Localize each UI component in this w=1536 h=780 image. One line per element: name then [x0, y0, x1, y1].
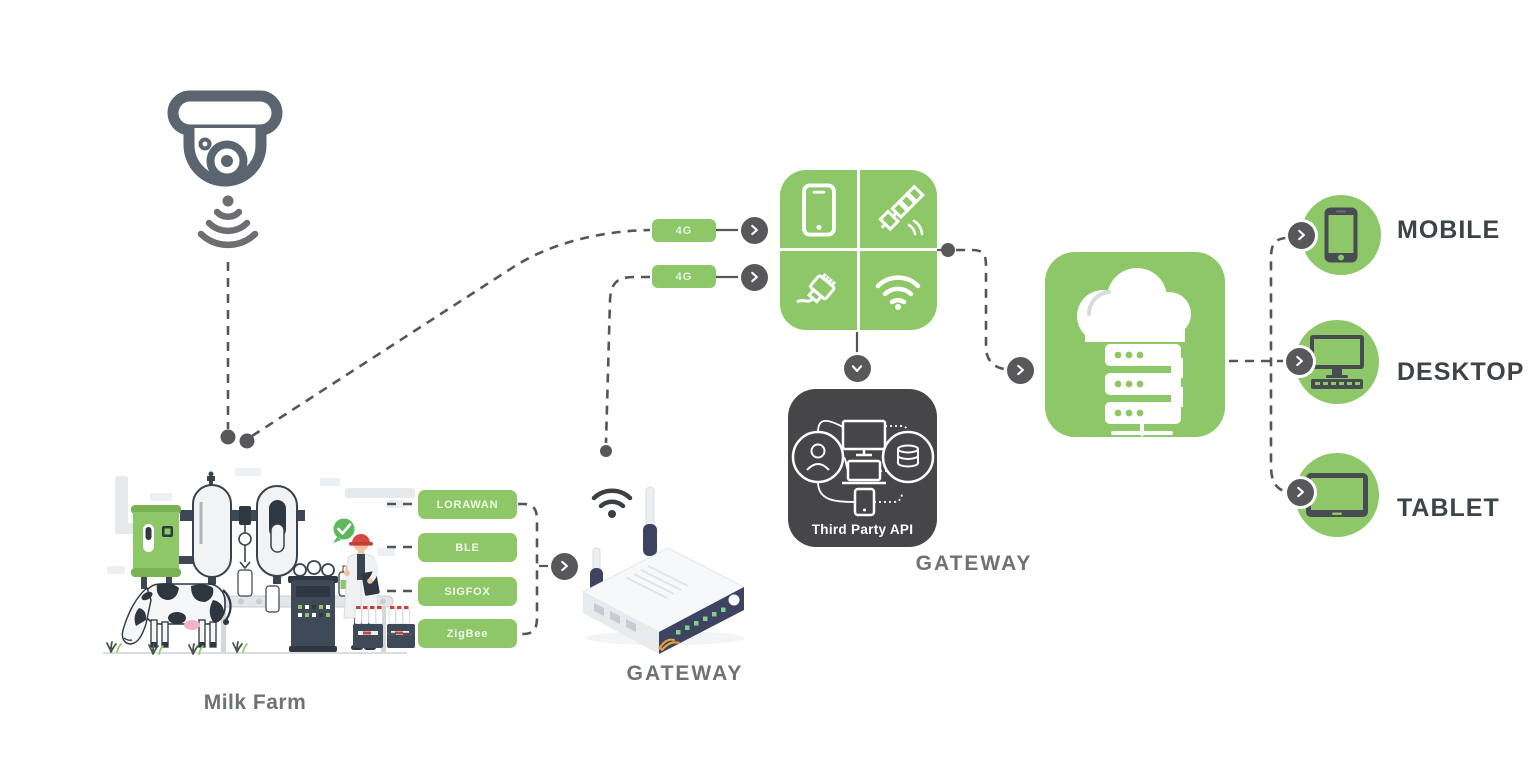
device-label-tablet: TABLET — [1397, 494, 1500, 522]
laptop-icon — [846, 459, 882, 482]
cloud-server-box — [1045, 252, 1225, 437]
cow — [121, 583, 232, 648]
arrow-right-icon — [1286, 478, 1314, 506]
milk-farm-illustration — [103, 468, 415, 655]
api-gateway-label: GATEWAY — [915, 552, 1033, 575]
arrow-right-icon — [1287, 221, 1315, 249]
milk-farm-label: Milk Farm — [203, 691, 307, 714]
satellite-icon — [878, 184, 925, 236]
wifi-signal-down-icon — [197, 195, 259, 249]
tablet-icon — [1306, 473, 1368, 517]
protocol-pill-sigfox: SIGFOX — [418, 577, 517, 606]
third-party-api-icons — [791, 419, 935, 517]
router-wifi-icon — [591, 488, 633, 518]
arrow-right-icon — [740, 216, 768, 244]
wifi-router-illustration — [581, 486, 746, 654]
device-label-mobile: MOBILE — [1397, 216, 1501, 244]
grass-green — [116, 643, 248, 655]
hub-divider-horizontal — [780, 248, 937, 251]
grass — [106, 641, 243, 655]
protocol-pill-lorawan: LORAWAN — [418, 490, 517, 519]
connectivity-hub-box — [780, 170, 937, 330]
third-party-api-box: Third Party API — [788, 389, 937, 547]
desktop-icon — [1310, 335, 1364, 389]
badge-4g-bottom: 4G — [652, 265, 716, 288]
pipes — [180, 506, 305, 597]
check-icon — [337, 523, 352, 535]
arrow-right-icon — [1285, 347, 1313, 375]
protocol-pill-zigbee: ZigBee — [418, 619, 517, 648]
router-gateway-label: GATEWAY — [626, 662, 744, 685]
wifi-icon — [875, 275, 921, 310]
arrow-right-icon — [550, 552, 578, 580]
cloud-server-icon — [1077, 268, 1191, 437]
arrow-right-icon — [1006, 356, 1034, 384]
arrow-down-icon — [843, 354, 871, 382]
protocol-pill-ble: BLE — [418, 533, 517, 562]
processing-machine — [288, 560, 338, 652]
user-icon — [791, 430, 845, 484]
arrow-right-icon — [740, 263, 768, 291]
third-party-api-label: Third Party API — [811, 522, 914, 537]
ethernet-cable-icon — [796, 272, 837, 304]
smartphone-icon — [802, 183, 836, 237]
router-brand-wifi-icon — [660, 638, 680, 651]
cctv-camera-icon — [167, 90, 283, 249]
database-icon — [881, 430, 935, 484]
monitor-icon — [841, 419, 887, 451]
smartphone-icon — [853, 487, 876, 517]
device-label-desktop: DESKTOP — [1397, 358, 1525, 386]
mobile-icon — [1324, 207, 1358, 263]
milk-tanks — [192, 471, 298, 613]
badge-4g-top: 4G — [652, 219, 716, 242]
